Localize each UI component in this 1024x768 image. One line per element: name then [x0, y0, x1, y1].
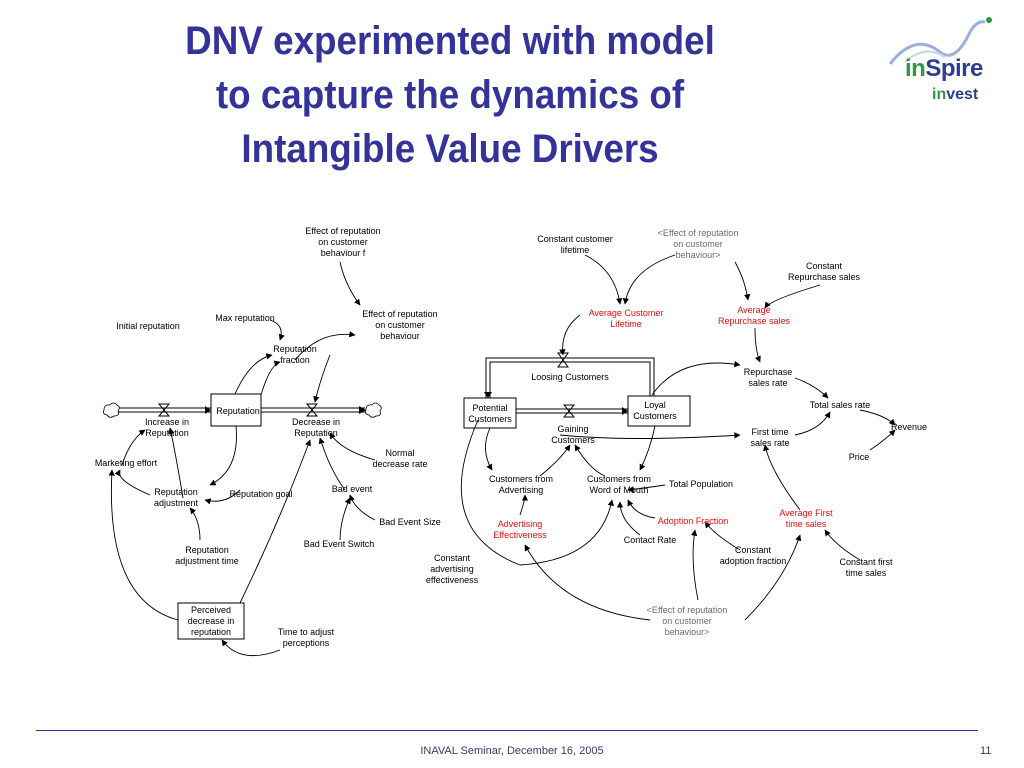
- bad-event-label: Bad event: [331, 484, 373, 494]
- gaining-customers-flow-pipe: [516, 404, 628, 418]
- reputation-stock-label: Reputation: [216, 406, 260, 416]
- normal-decrease-rate-label: Normal decrease rate: [372, 448, 428, 469]
- repurchase-sales-rate-label: Repurchase sales rate: [743, 367, 793, 388]
- loosing-customers-label: Loosing Customers: [531, 372, 609, 382]
- gaining-customers-label: Gaining Customers: [551, 424, 595, 445]
- initial-reputation-label: Initial reputation: [116, 321, 180, 331]
- advertising-effectiveness-label: Advertising Effectiveness: [493, 519, 547, 540]
- max-reputation-label: Max reputation: [215, 313, 275, 323]
- sink-cloud-icon: [365, 402, 382, 418]
- logo-inspire-text: inSpire: [905, 55, 983, 82]
- reputation-adjustment-label: Reputation adjustment: [153, 487, 199, 508]
- marketing-effort-label: Marketing effort: [94, 458, 158, 468]
- total-sales-rate-label: Total sales rate: [809, 400, 871, 410]
- customers-from-word-of-mouth-label: Customers from Word of Mouth: [586, 474, 652, 495]
- constant-adoption-fraction-label: Constant adoption fraction: [719, 545, 787, 566]
- constant-repurchase-sales-label: Constant Repurchase sales: [787, 261, 861, 282]
- average-customer-lifetime-label: Average Customer Lifetime: [588, 308, 664, 329]
- slide-title: DNV experimented with model to capture t…: [128, 14, 772, 176]
- causal-links-right: [460, 254, 896, 621]
- total-population-label: Total Population: [668, 479, 734, 489]
- constant-customer-lifetime-label: Constant customer lifetime: [537, 234, 613, 255]
- loyal-customers-stock: [627, 395, 691, 427]
- perceived-decrease-stock: [177, 602, 245, 640]
- average-repurchase-sales-label: Average Repurchase sales: [717, 305, 791, 326]
- flow-arrowhead: [359, 406, 366, 414]
- constant-advertising-effectiveness-label: Constant advertising effectiveness: [425, 553, 479, 585]
- time-adjust-perceptions-label: Time to adjust perceptions: [277, 627, 335, 648]
- bad-event-size-label: Bad Event Size: [379, 517, 441, 527]
- customers-from-advertising-label: Customers from Advertising: [488, 474, 554, 495]
- effect-reputation-shadow-top-label: <Effect of reputation on customer behavi…: [657, 228, 739, 260]
- page-number: 11: [980, 745, 992, 757]
- perceived-decrease-stock-label: Perceived decrease in reputation: [187, 605, 235, 637]
- loyal-customers-stock-label: Loyal Customers: [633, 400, 677, 421]
- first-time-sales-rate-label: First time sales rate: [750, 427, 790, 448]
- price-label: Price: [848, 452, 870, 462]
- inspire-invest-logo-swoosh-icon: [888, 17, 992, 65]
- causal-links-left: [108, 261, 376, 657]
- title-line-1: DNV experimented with model: [185, 19, 715, 63]
- decrease-reputation-flow-pipe: [261, 403, 365, 417]
- reputation-adjustment-time-label: Reputation adjustment time: [175, 545, 239, 566]
- title-line-2: to capture the dynamics of: [215, 73, 685, 117]
- loosing-customers-flow-pipe: [484, 352, 655, 398]
- effect-reputation-f-label: Effect of reputation on customer behavio…: [305, 226, 381, 258]
- reputation-fraction-label: Reputation fraction: [273, 344, 317, 365]
- footer-text: INAVAL Seminar, December 16, 2005: [420, 745, 604, 757]
- logo-invest-text: invest: [932, 86, 979, 103]
- effect-reputation-shadow-bottom-label: <Effect of reputation on customer behavi…: [646, 605, 728, 637]
- increase-reputation-label: Increase in Reputation: [144, 417, 190, 438]
- constant-first-time-sales-label: Constant first time sales: [839, 557, 893, 578]
- contact-rate-label: Contact Rate: [623, 535, 677, 545]
- footer-divider: [36, 730, 978, 731]
- flow-arrowhead: [205, 406, 211, 414]
- potential-customers-stock-label: Potential Customers: [468, 403, 512, 424]
- revenue-label: Revenue: [890, 422, 928, 432]
- title-line-3: Intangible Value Drivers: [241, 127, 659, 171]
- bad-event-switch-label: Bad Event Switch: [303, 539, 375, 549]
- effect-reputation-label: Effect of reputation on customer behavio…: [362, 309, 438, 341]
- average-first-time-sales-label: Average First time sales: [779, 508, 833, 529]
- decrease-reputation-label: Decrease in Reputation: [291, 417, 341, 438]
- increase-reputation-flow-pipe: [118, 403, 211, 417]
- adoption-fraction-label: Adoption Fraction: [657, 516, 729, 526]
- source-cloud-icon: [103, 402, 120, 418]
- reputation-goal-label: Reputation goal: [229, 489, 293, 499]
